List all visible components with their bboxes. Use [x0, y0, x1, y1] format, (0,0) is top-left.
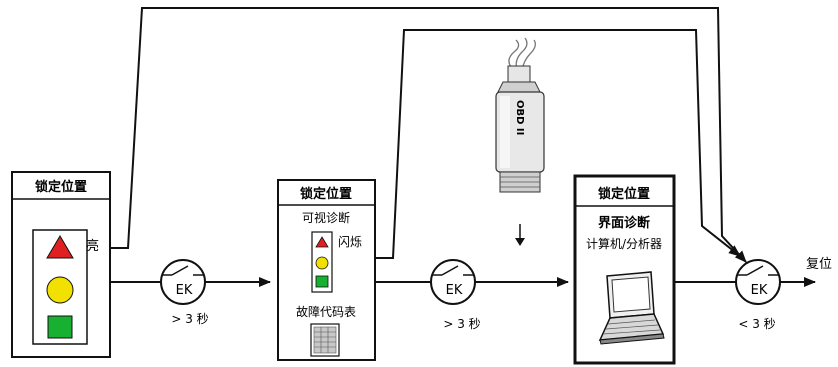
laptop-icon [598, 271, 665, 345]
fault-code-table-label: 故障代码表 [296, 304, 356, 319]
feedback-line-inner [375, 29, 741, 259]
switch1-label: EK [176, 283, 193, 298]
down-arrow-icon [515, 238, 525, 246]
traffic-light-small [311, 231, 333, 293]
switch2-label: EK [446, 283, 463, 298]
blink-label: 闪烁 [338, 235, 362, 249]
yellow-circle-icon [46, 276, 74, 304]
box3-title: 锁定位置 [598, 186, 650, 202]
switch3-label: EK [751, 283, 768, 298]
box2-title: 锁定位置 [300, 186, 352, 202]
yellow-circle-small-icon [315, 256, 329, 270]
reset-label: 复位 [806, 257, 832, 272]
visual-diagnosis-label: 可视诊断 [302, 210, 350, 225]
traffic-light-large [32, 229, 88, 345]
switch3-caption: < 3 秒 [738, 317, 775, 331]
lock-position-box-2: 锁定位置 可视诊断 闪烁 故障代码表 [277, 179, 376, 361]
obd-label: OBD II [514, 100, 525, 135]
box1-title: 锁定位置 [35, 179, 87, 195]
interface-diagnosis-label: 界面诊断 [598, 215, 650, 231]
warning-triangle-icon [46, 235, 74, 259]
ek-switch-2: EK [430, 259, 476, 305]
ek-switch-1: EK [160, 259, 206, 305]
computer-analyzer-label: 计算机/分析器 [586, 236, 662, 251]
green-square-small-icon [315, 275, 329, 288]
green-square-icon [47, 315, 73, 339]
lock-position-box-3: 锁定位置 界面诊断 计算机/分析器 [573, 174, 676, 365]
warning-triangle-small-icon [315, 236, 329, 248]
switch1-caption: > 3 秒 [171, 312, 208, 326]
feedback-line-outer [110, 7, 747, 263]
ek-switch-3: EK [735, 259, 781, 305]
code-table-icon [310, 323, 340, 357]
light-on-label: 亮 [86, 238, 99, 254]
obd-connector-icon: OBD II [495, 37, 545, 193]
switch2-caption: > 3 秒 [443, 317, 480, 331]
lock-position-box-1: 锁定位置 [11, 171, 111, 358]
